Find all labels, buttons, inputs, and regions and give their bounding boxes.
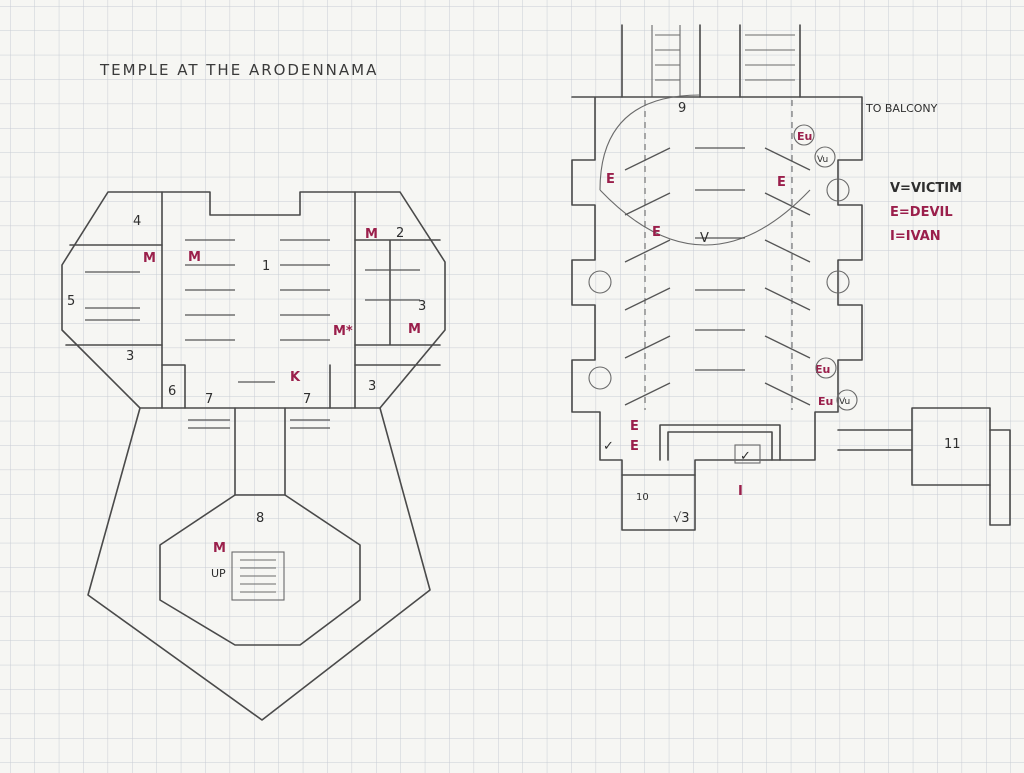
left-temple-map: 1 2 3 3 3 4 5 6 7 7 8 M M M M* M K M UP xyxy=(61,191,446,721)
monk-marker: M xyxy=(213,541,226,556)
balcony-stairs xyxy=(621,24,801,98)
room-11-label: 11 xyxy=(944,437,961,452)
room-11-wall xyxy=(911,407,991,486)
up-label: UP xyxy=(211,567,226,580)
corridor xyxy=(234,407,286,496)
monk-marker: M xyxy=(408,322,421,337)
room-7-label: 7 xyxy=(205,392,213,407)
victim-marker: Vu xyxy=(817,155,828,165)
room-9-label: 9 xyxy=(678,101,686,116)
stairs-up xyxy=(231,551,285,601)
devil-marker: Eu xyxy=(797,130,812,143)
room-5-label: 5 xyxy=(67,294,75,309)
octagon-shrine xyxy=(159,494,361,646)
monk-marker: M xyxy=(365,227,378,242)
devil-marker: E xyxy=(777,175,786,190)
right-temple-map: 9 10 11 TO BALCONY E E E Eu Eu Eu E E V … xyxy=(571,24,1011,531)
room-4-label: 4 xyxy=(133,214,141,229)
aisle-dashes xyxy=(644,100,793,410)
room-6-label: 6 xyxy=(168,384,176,399)
k-marker: K xyxy=(290,370,301,385)
room-2-label: 2 xyxy=(396,226,404,241)
room-3-label: 3 xyxy=(368,379,376,394)
room-10-label: 10 xyxy=(636,492,649,503)
devil-marker: E xyxy=(606,172,615,187)
east-corridor xyxy=(837,429,913,451)
room-7-label: 7 xyxy=(303,392,311,407)
altar xyxy=(734,444,761,464)
victim-marker: ✓ xyxy=(740,449,751,464)
victim-marker: √3 xyxy=(673,511,690,526)
victim-marker: ✓ xyxy=(603,439,614,454)
map-title: TEMPLE AT THE ARODENNAMA xyxy=(99,61,378,79)
devil-marker: E xyxy=(630,439,639,454)
lower-courtyard xyxy=(87,407,431,721)
to-balcony-label: TO BALCONY xyxy=(865,102,938,115)
devil-marker: Eu xyxy=(818,395,833,408)
legend-victim: V=VICTIM xyxy=(890,181,962,196)
temple-outer-wall xyxy=(61,191,446,409)
monk-marker: M xyxy=(188,250,201,265)
legend: V=VICTIM E=DEVIL I=IVAN xyxy=(890,181,962,244)
room-1-label: 1 xyxy=(262,259,270,274)
altar-frame xyxy=(659,424,781,461)
sanctuary-pews xyxy=(624,147,811,406)
room-3-label: 3 xyxy=(418,299,426,314)
room-3-label: 3 xyxy=(126,349,134,364)
devil-marker: Eu xyxy=(815,363,830,376)
room-8-label: 8 xyxy=(256,511,264,526)
monk-marker: M* xyxy=(333,324,353,339)
room-10-wall xyxy=(621,474,696,531)
devil-marker: E xyxy=(652,225,661,240)
side-room-walls xyxy=(65,239,441,409)
ivan-marker: I xyxy=(738,484,743,499)
legend-devil: E=DEVIL xyxy=(890,205,953,220)
devil-marker: E xyxy=(630,419,639,434)
nave-walls xyxy=(161,191,356,409)
victim-marker: V xyxy=(700,231,709,246)
legend-ivan: I=IVAN xyxy=(890,229,941,244)
victim-marker: Vu xyxy=(839,397,850,407)
nave-pews xyxy=(85,239,420,429)
monk-marker: M xyxy=(143,251,156,266)
